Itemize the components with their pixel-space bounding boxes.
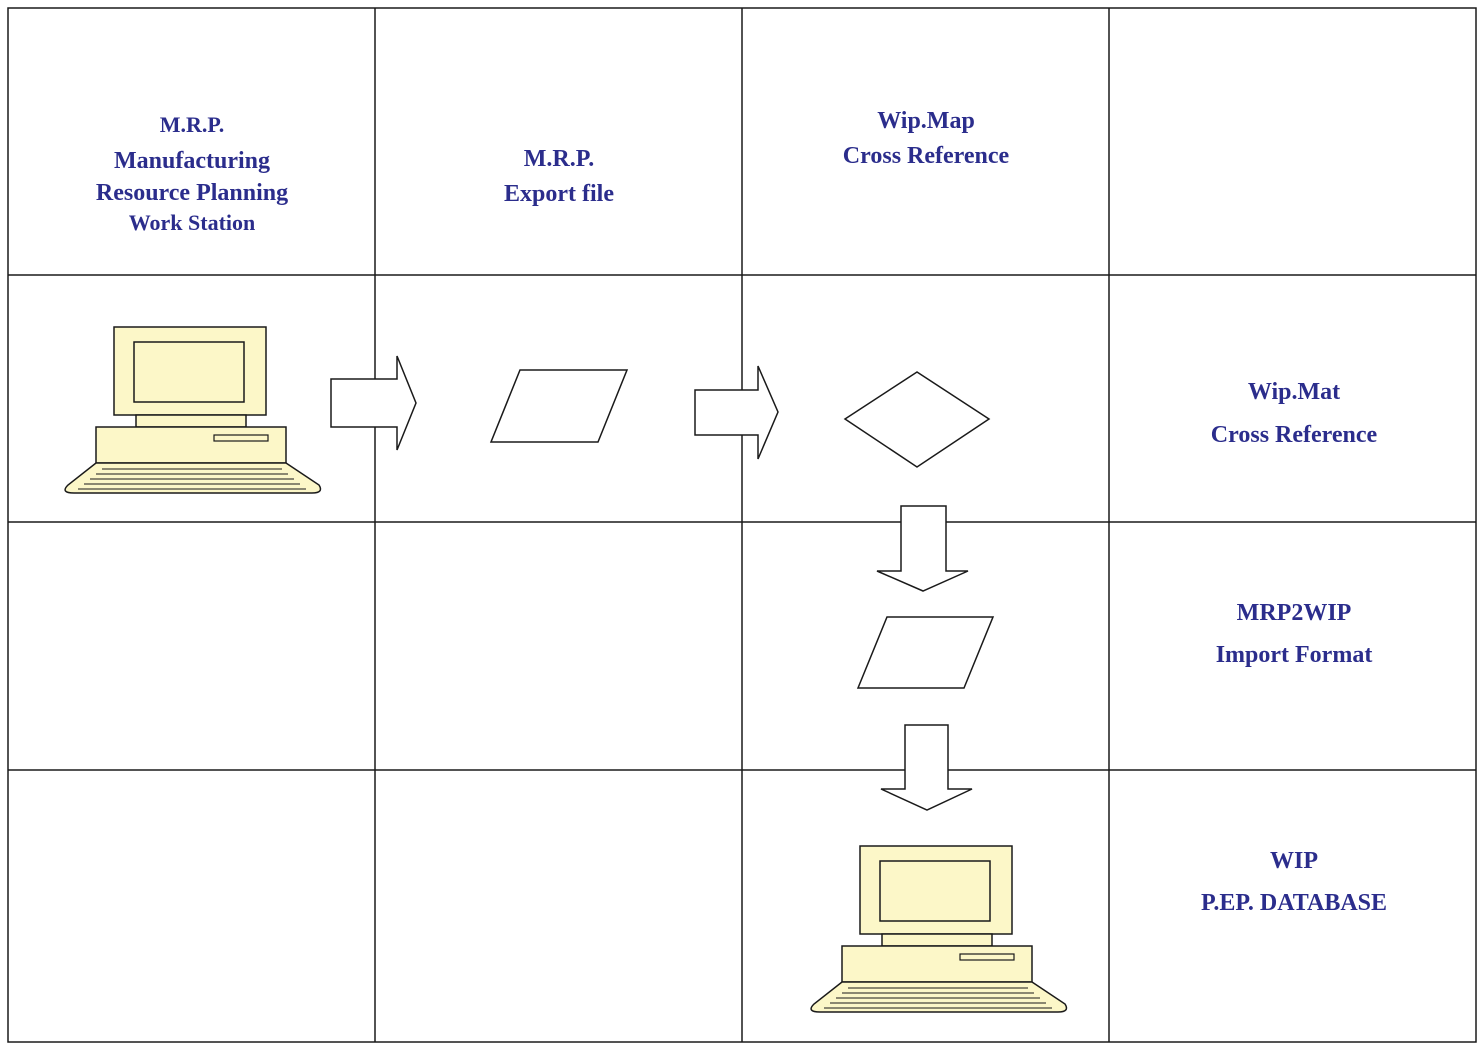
grid-lines [7, 7, 1477, 1043]
computer-icon [810, 845, 1068, 1013]
arrow-down-icon [880, 724, 973, 811]
parallelogram-data-icon [489, 369, 629, 443]
computer-icon [64, 326, 322, 494]
wip-map-line1: Wip.Map [877, 108, 975, 134]
wip-mat-line2: Cross Reference [1210, 422, 1378, 449]
mrp-workstation-line4: Work Station [128, 209, 256, 235]
wip-db-line1: WIP [1270, 848, 1318, 874]
wip-map-line2: Cross Reference [842, 142, 1010, 169]
mrp2wip-line2: Import Format [1215, 642, 1373, 668]
wip-mat-label: Wip.Mat Cross Reference [1130, 371, 1458, 457]
mrp-workstation-line3: Resource Planning [95, 179, 289, 206]
mrp2wip-line1: MRP2WIP [1236, 600, 1352, 626]
wip-db-line2: P.EP. DATABASE [1200, 890, 1388, 916]
mrp-workstation-label: M.R.P. Manufacturing Resource Planning W… [40, 112, 344, 237]
mrp-export-label: M.R.P. Export file [400, 142, 718, 212]
mrp-workstation-line2: Manufacturing [114, 148, 270, 175]
mrp-export-line1: M.R.P. [523, 146, 595, 172]
wip-db-label: WIP P.EP. DATABASE [1130, 840, 1458, 924]
wip-mat-line1: Wip.Mat [1247, 379, 1341, 405]
arrow-right-icon [694, 365, 779, 460]
mrp-workstation-line1: M.R.P. [159, 112, 225, 137]
parallelogram-data-icon [856, 616, 995, 689]
arrow-right-icon [330, 355, 417, 451]
mrp-export-line2: Export file [504, 180, 614, 207]
mrp2wip-label: MRP2WIP Import Format [1130, 592, 1458, 676]
wip-map-label: Wip.Map Cross Reference [768, 104, 1084, 174]
arrow-down-icon [876, 505, 969, 592]
diamond-decision-icon [843, 371, 991, 468]
